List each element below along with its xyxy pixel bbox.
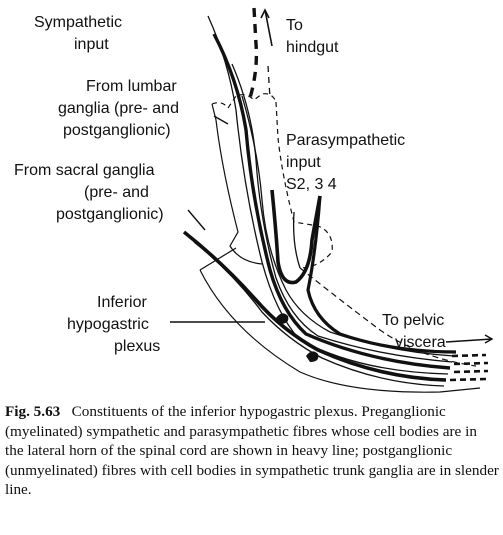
ganglion-cell-bodies xyxy=(276,313,319,362)
svg-text:S2, 3 4: S2, 3 4 xyxy=(286,176,337,193)
fibres-to-hindgut xyxy=(248,7,271,99)
figure-number: Fig. 5.63 xyxy=(5,403,61,420)
lumbar-pointer-line xyxy=(213,115,229,125)
lumbar-fibres xyxy=(207,15,455,375)
sacral-pointer-line xyxy=(187,209,206,231)
sacral-fibres xyxy=(182,230,447,387)
label-sympathetic-input: Sympathetic input xyxy=(34,14,122,53)
fibre-continuations xyxy=(449,353,489,382)
svg-text:Inferior: Inferior xyxy=(97,294,147,311)
svg-text:input: input xyxy=(286,154,321,171)
hindgut-arrow xyxy=(260,8,273,47)
svg-text:hindgut: hindgut xyxy=(286,39,339,56)
svg-text:postganglionic): postganglionic) xyxy=(63,122,171,139)
svg-text:To: To xyxy=(286,17,303,34)
svg-text:Parasympathetic: Parasympathetic xyxy=(286,132,405,149)
label-to-pelvic-viscera: To pelvic viscera xyxy=(382,312,446,351)
svg-text:hypogastric: hypogastric xyxy=(67,316,149,333)
plexus-outline xyxy=(199,93,481,393)
label-parasympathetic-input: Parasympathetic input S2, 3 4 xyxy=(286,132,405,193)
label-from-lumbar-ganglia: From lumbar ganglia (pre- and postgangli… xyxy=(58,78,179,139)
svg-text:ganglia (pre- and: ganglia (pre- and xyxy=(58,100,179,117)
label-to-hindgut: To hindgut xyxy=(286,17,339,56)
svg-text:From lumbar: From lumbar xyxy=(86,78,177,95)
svg-text:input: input xyxy=(74,36,109,53)
parasympathetic-fibres xyxy=(270,189,457,354)
caption-text: Constituents of the inferior hypogastric… xyxy=(5,403,499,498)
svg-text:Sympathetic: Sympathetic xyxy=(34,14,122,31)
pelvic-viscera-arrow xyxy=(445,334,494,344)
svg-text:From sacral ganglia: From sacral ganglia xyxy=(14,162,155,179)
svg-text:postganglionic): postganglionic) xyxy=(56,206,164,223)
figure-caption: Fig. 5.63 Constituents of the inferior h… xyxy=(5,402,499,500)
svg-text:(pre- and: (pre- and xyxy=(84,184,149,201)
label-from-sacral-ganglia: From sacral ganglia (pre- and postgangli… xyxy=(14,162,164,223)
svg-text:To pelvic: To pelvic xyxy=(382,312,444,329)
svg-text:plexus: plexus xyxy=(114,338,160,355)
label-inferior-hypogastric-plexus: Inferior hypogastric plexus xyxy=(67,294,160,355)
plexus-diagram: Sympathetic input To hindgut From lumbar… xyxy=(14,7,494,393)
